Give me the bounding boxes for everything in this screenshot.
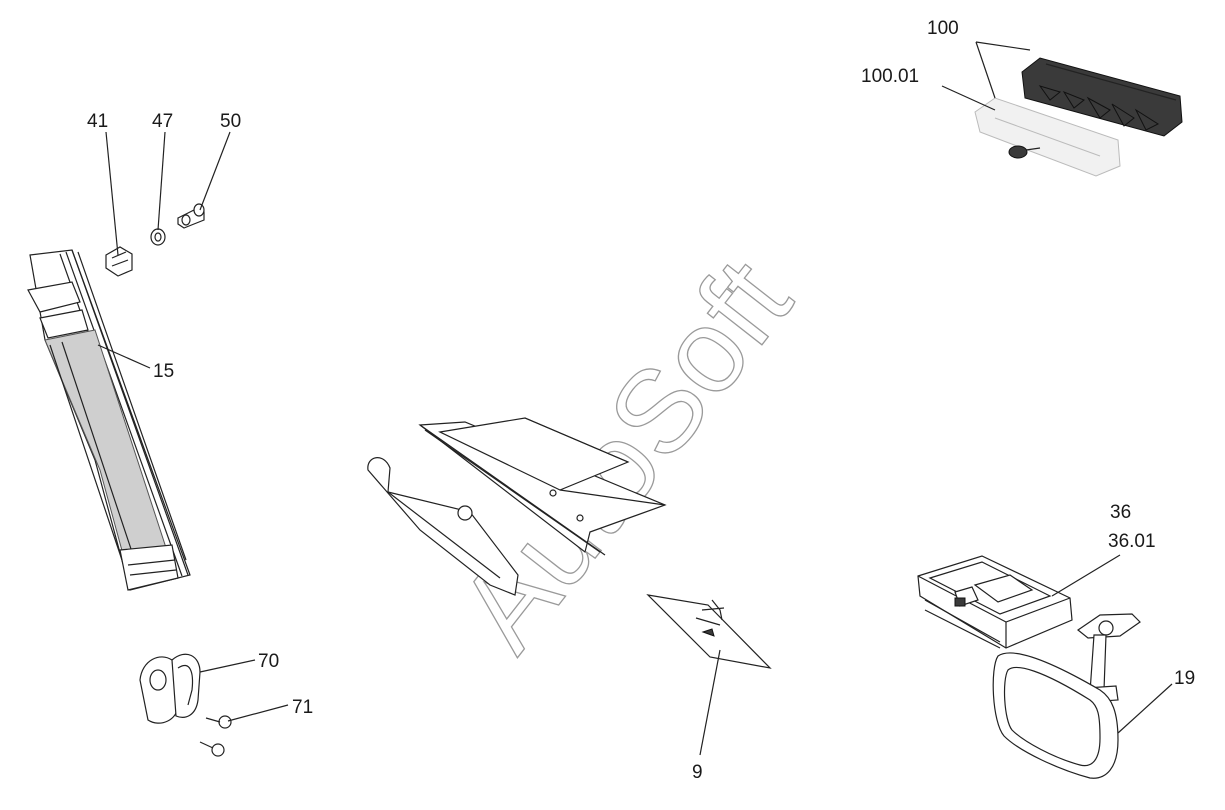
part-41-clip: [105, 246, 133, 277]
callout-100: 100: [927, 18, 959, 39]
part-50-bolt: [177, 203, 205, 229]
callout-19: 19: [1174, 668, 1195, 689]
part-71-screws: [199, 715, 232, 757]
leader-100-01: [941, 85, 996, 111]
leader-47: [157, 131, 166, 231]
callout-41: 41: [87, 111, 108, 132]
callout-50: 50: [220, 111, 241, 132]
part-47-nut: [150, 228, 166, 246]
sun-visor-assembly: [367, 417, 667, 596]
callout-70: 70: [258, 651, 279, 672]
leader-19: [1117, 683, 1173, 734]
callout-47: 47: [152, 111, 173, 132]
callout-100-01: 100.01: [861, 66, 919, 87]
leader-50: [199, 131, 231, 211]
callout-36: 36: [1110, 502, 1131, 523]
part-36-console-tray: [917, 555, 1073, 649]
callout-9: 9: [692, 762, 703, 783]
part-19-mirror: [992, 613, 1141, 779]
leader-lines: [97, 41, 1173, 756]
callout-36-01: 36.01: [1108, 531, 1156, 552]
callout-15: 15: [153, 361, 174, 382]
leader-100-a: [975, 41, 1031, 51]
leader-36: [1051, 554, 1121, 597]
leader-70: [199, 659, 256, 673]
leader-100-b: [975, 41, 996, 99]
part-70-handle: [139, 653, 201, 724]
callout-71: 71: [292, 697, 313, 718]
leader-9: [699, 649, 721, 756]
part-9-visor-panel: [646, 594, 772, 669]
part-100-switch-block: [1021, 57, 1183, 137]
callout-labels: 41 47 50 15 70 71 9 100 100.01 36 36.01 …: [87, 18, 1195, 783]
leader-71: [227, 704, 289, 722]
leader-41: [105, 131, 119, 256]
leader-15: [97, 344, 151, 369]
part-15-pillar-trim: [27, 249, 191, 591]
